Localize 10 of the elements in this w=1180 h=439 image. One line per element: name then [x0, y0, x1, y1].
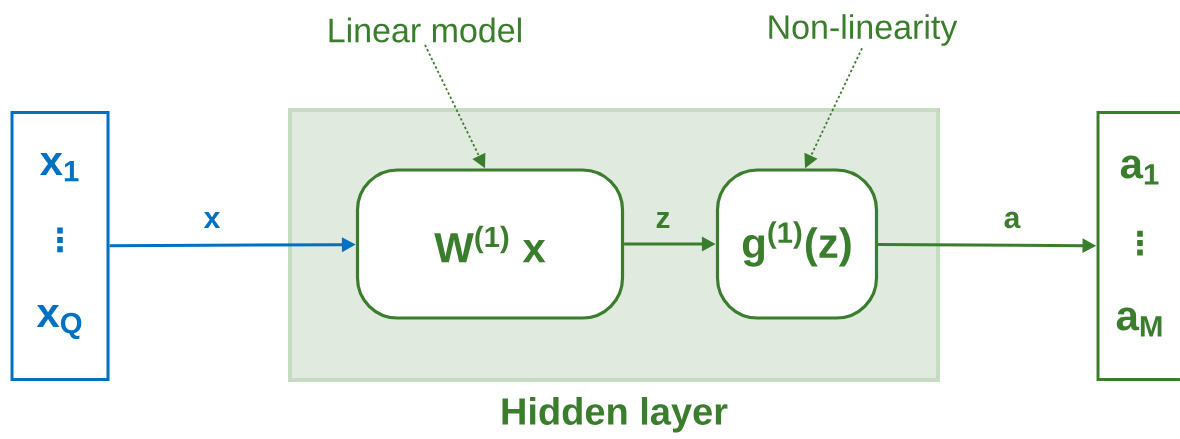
- edge-label: a: [1004, 211, 1021, 229]
- edge-label: z: [656, 212, 670, 228]
- process-box: g$^{(1)}$(z): [715, 168, 879, 320]
- process-box: W$^{(1)}$ x: [355, 168, 625, 320]
- edge-label: x: [203, 212, 221, 228]
- annotation-text: Non-linearity: [769, 14, 958, 46]
- vector-box: a$_{1}$ ⋮ a$_{M}$: [1096, 111, 1180, 381]
- vector-box: x$_{1}$ ⋮ x$_{Q}$: [10, 111, 110, 381]
- node-label: Hidden layer: [502, 397, 728, 433]
- annotation-text: Linear model: [329, 17, 521, 43]
